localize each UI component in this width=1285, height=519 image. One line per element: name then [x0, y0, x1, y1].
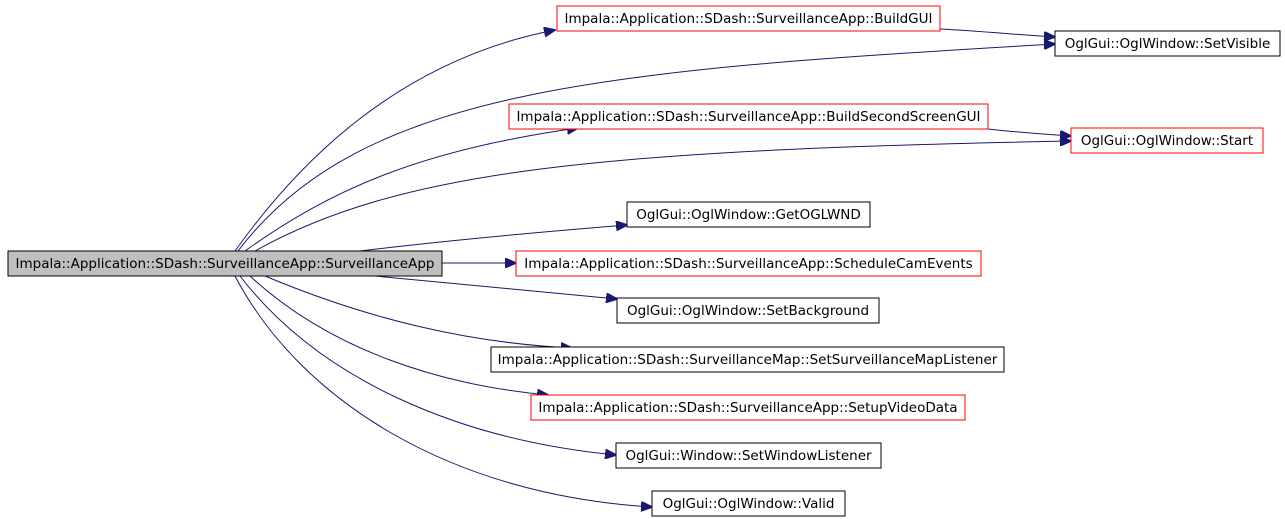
- root-node-label: Impala::Application::SDash::Surveillance…: [16, 256, 435, 272]
- edge-root-to-get-oglwnd: [359, 225, 627, 252]
- edge-root-to-valid: [234, 275, 652, 507]
- node-valid-label: OglGui::OglWindow::Valid: [663, 496, 835, 512]
- node-start[interactable]: OglGui::OglWindow::Start: [1070, 127, 1264, 154]
- node-build-gui[interactable]: Impala::Application::SDash::Surveillance…: [556, 5, 941, 32]
- root-node[interactable]: Impala::Application::SDash::Surveillance…: [7, 250, 443, 277]
- node-set-window-listener-label: OglGui::Window::SetWindowListener: [625, 448, 872, 464]
- edge-build-gui-to-set-visible: [939, 28, 1055, 37]
- node-set-background-label: OglGui::OglWindow::SetBackground: [627, 303, 869, 319]
- node-start-label: OglGui::OglWindow::Start: [1081, 133, 1253, 149]
- node-set-visible-label: OglGui::OglWindow::SetVisible: [1065, 36, 1271, 52]
- node-build-second-screen-gui-label: Impala::Application::SDash::Surveillance…: [516, 109, 980, 125]
- node-get-oglwnd-label: OglGui::OglWindow::GetOGLWND: [636, 207, 861, 223]
- node-build-gui-label: Impala::Application::SDash::Surveillance…: [564, 11, 932, 27]
- edge-root-to-set-visible: [237, 44, 1055, 252]
- edge-root-to-set-window-listener: [239, 275, 616, 455]
- edge-root-to-build-gui: [234, 30, 555, 252]
- node-get-oglwnd[interactable]: OglGui::OglWindow::GetOGLWND: [626, 201, 871, 228]
- nodes-layer: Impala::Application::SDash::Surveillance…: [7, 5, 1281, 517]
- node-set-surveillance-map-listener[interactable]: Impala::Application::SDash::Surveillance…: [490, 346, 1005, 373]
- node-setup-video-data-label: Impala::Application::SDash::Surveillance…: [538, 400, 957, 416]
- edge-build-second-screen-gui-to-start: [987, 128, 1071, 136]
- node-schedule-cam-events[interactable]: Impala::Application::SDash::Surveillance…: [515, 250, 982, 277]
- node-valid[interactable]: OglGui::OglWindow::Valid: [651, 490, 846, 517]
- node-setup-video-data[interactable]: Impala::Application::SDash::Surveillance…: [530, 394, 966, 421]
- edge-root-to-set-surveillance-map-listener: [264, 275, 572, 348]
- node-set-surveillance-map-listener-label: Impala::Application::SDash::Surveillance…: [498, 352, 998, 368]
- edge-root-to-start: [254, 141, 1071, 252]
- node-set-visible[interactable]: OglGui::OglWindow::SetVisible: [1054, 30, 1281, 57]
- node-build-second-screen-gui[interactable]: Impala::Application::SDash::Surveillance…: [508, 103, 989, 130]
- node-set-background[interactable]: OglGui::OglWindow::SetBackground: [616, 297, 880, 324]
- edge-root-to-build-second-screen-gui: [244, 128, 578, 252]
- node-set-window-listener[interactable]: OglGui::Window::SetWindowListener: [615, 442, 882, 469]
- edges-layer: [234, 28, 1071, 507]
- edge-root-to-setup-video-data: [249, 275, 548, 395]
- edge-root-to-set-background: [374, 275, 617, 299]
- node-schedule-cam-events-label: Impala::Application::SDash::Surveillance…: [524, 256, 972, 272]
